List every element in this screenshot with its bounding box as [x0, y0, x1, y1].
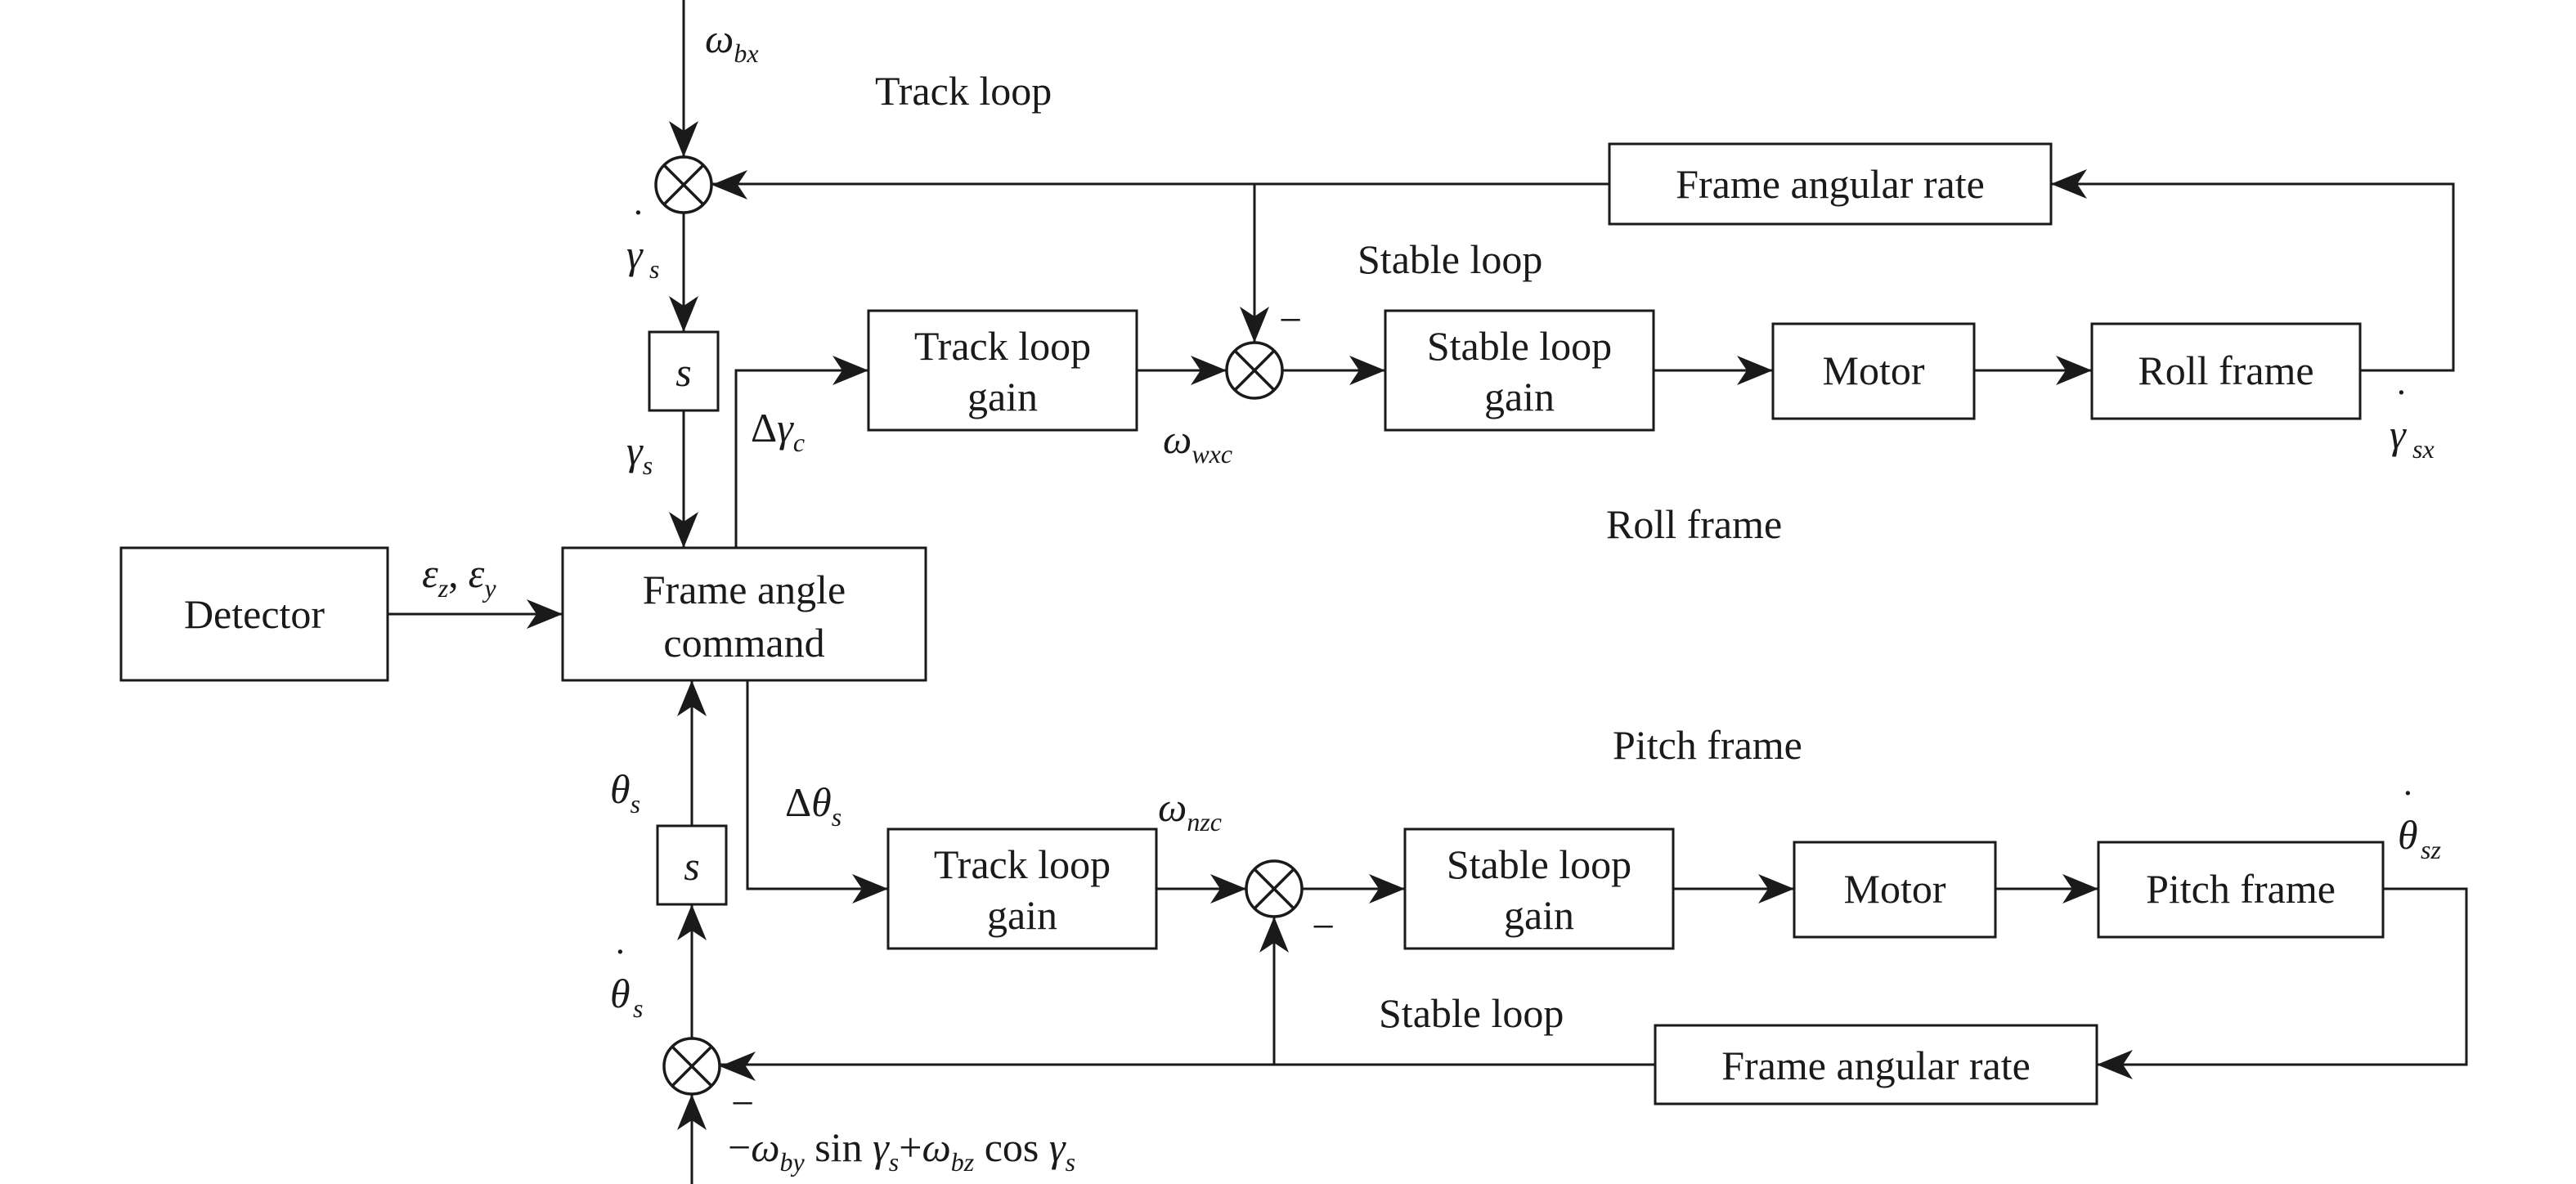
summing-junction-track-bottom: [662, 1037, 721, 1096]
stable-gain-bottom-line2: gain: [1504, 892, 1574, 938]
summing-junction-stable-bottom: [1245, 859, 1304, 918]
stable-loop-gain-block-bottom: Stable loop gain: [1403, 827, 1675, 950]
delta-theta-s-label: Δθs: [785, 779, 841, 832]
track-loop-label: Track loop: [875, 68, 1052, 114]
summing-junction-stable-top: [1225, 341, 1284, 400]
detector-label: Detector: [184, 591, 325, 637]
svg-text:s: s: [649, 254, 659, 284]
motor-top-label: Motor: [1823, 348, 1925, 393]
rate-bottom-label: Frame angular rate: [1721, 1043, 2031, 1088]
stable-gain-bottom-line1: Stable loop: [1447, 841, 1631, 887]
omega-nzc-label: ωnzc: [1158, 784, 1222, 836]
stable-gain-top-line1: Stable loop: [1427, 323, 1612, 369]
track-gain-top-line2: gain: [967, 374, 1038, 419]
svg-text:γ: γ: [2390, 411, 2407, 457]
roll-frame-region-label: Roll frame: [1606, 501, 1782, 547]
track-gain-bottom-line1: Track loop: [934, 841, 1111, 887]
theta-dot-sz-label: θ sz ˙: [2398, 781, 2441, 864]
track-gain-top-line1: Track loop: [914, 323, 1091, 369]
minus-sign-track-bottom: −: [731, 1080, 754, 1126]
svg-text:˙: ˙: [2394, 380, 2408, 426]
frame-angle-command-label-line1: Frame angle: [643, 567, 846, 612]
motor-bottom-label: Motor: [1844, 866, 1946, 912]
stable-gain-top-line2: gain: [1484, 374, 1555, 419]
pitch-frame-block-label: Pitch frame: [2146, 866, 2336, 912]
track-gain-bottom-line2: gain: [987, 892, 1057, 938]
motor-block-top: Motor: [1771, 322, 1976, 420]
roll-frame-block-label: Roll frame: [2138, 348, 2313, 393]
differentiator-top-label: s: [675, 349, 691, 395]
omega-bx-label: ωbx: [705, 16, 759, 68]
frame-angle-command-block: Frame angle command: [561, 546, 927, 682]
svg-text:˙: ˙: [631, 200, 645, 246]
delta-gamma-c-label: Δγc: [751, 405, 805, 457]
gamma-dot-s-label: γ s ˙: [626, 200, 659, 284]
omega-wxc-label: ωwxc: [1163, 416, 1232, 469]
svg-text:θ: θ: [2398, 812, 2418, 858]
roll-frame-block: Roll frame: [2090, 322, 2362, 420]
gamma-dot-sx-label: γ sx ˙: [2390, 380, 2435, 464]
differentiator-block-top: s: [648, 330, 720, 412]
track-loop-gain-block-top: Track loop gain: [867, 309, 1138, 432]
svg-text:γ: γ: [626, 231, 644, 277]
rate-top-label: Frame angular rate: [1676, 161, 1985, 207]
roll-channel-wires: [669, 0, 2455, 548]
svg-text:s: s: [633, 993, 643, 1023]
svg-text:˙: ˙: [2401, 781, 2415, 827]
pitch-frame-region-label: Pitch frame: [1613, 722, 1802, 768]
frame-angular-rate-block-top: Frame angular rate: [1608, 142, 2053, 226]
svg-text:θ: θ: [610, 971, 631, 1016]
epsilon-label: εz,εy: [422, 550, 496, 603]
svg-text:sx: sx: [2412, 434, 2435, 464]
motor-block-bottom: Motor: [1793, 841, 1997, 939]
minus-sign-stable-top: −: [1279, 297, 1302, 343]
differentiator-bottom-label: s: [684, 843, 699, 889]
stable-loop-gain-block-top: Stable loop gain: [1384, 309, 1655, 432]
summing-junction-track-top: [654, 155, 713, 214]
minus-sign-stable-bottom: −: [1312, 904, 1335, 949]
theta-dot-s-label: θ s ˙: [610, 940, 643, 1023]
pitch-channel-wires: [388, 599, 2468, 1184]
svg-text:sz: sz: [2421, 835, 2441, 864]
differentiator-block-bottom: s: [656, 824, 728, 906]
pitch-frame-block: Pitch frame: [2097, 841, 2385, 939]
theta-s-label: θs: [610, 766, 640, 818]
stable-loop-top-label: Stable loop: [1358, 236, 1542, 282]
detector-block: Detector: [119, 546, 389, 682]
stable-loop-bottom-label: Stable loop: [1379, 990, 1564, 1036]
disturbance-expression: −ωby sin γs+ωbz cos γs: [728, 1124, 1075, 1177]
frame-angle-command-label-line2: command: [663, 620, 824, 666]
svg-text:˙: ˙: [613, 940, 627, 985]
frame-angular-rate-block-bottom: Frame angular rate: [1654, 1024, 2098, 1106]
gamma-s-label: γs: [626, 428, 653, 480]
track-loop-gain-block-bottom: Track loop gain: [886, 827, 1158, 950]
